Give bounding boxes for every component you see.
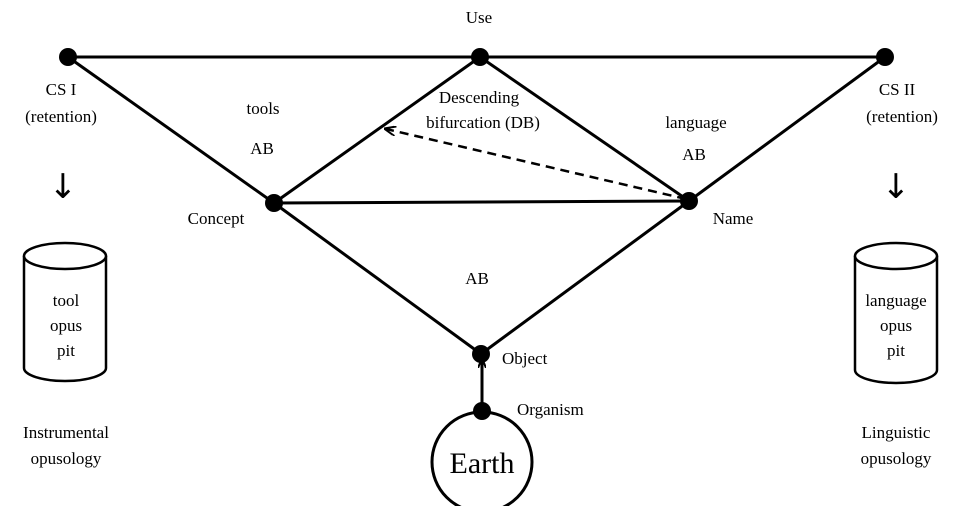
edge-concept-object [273,201,482,356]
ab-left-label: AB [250,139,274,158]
organism-label: Organism [517,400,584,419]
earth-circle [430,410,534,506]
node-object [472,345,490,363]
left-caption-line2: opusology [31,449,102,468]
edge-concept-name [273,199,690,205]
cylinder-left-line2: opus [50,316,82,335]
node-cs1 [59,48,77,66]
node-cs2 [876,48,894,66]
node-name [680,192,698,210]
cs2-label-line1: CS II [879,80,916,99]
edge-cs2-name [688,55,886,203]
node-use [471,48,489,66]
db-label-line2: bifurcation (DB) [426,113,540,132]
left-down-arrow: ↓ [49,167,78,207]
concept-label: Concept [188,209,245,228]
db-label-line1: Descending [439,88,520,107]
right-caption-line1: Linguistic [862,423,931,442]
earth-label: Earth [450,447,515,480]
edge-use-name [479,55,690,203]
ab-bottom-label: AB [465,269,489,288]
right-caption-line2: opusology [861,449,932,468]
cs1-label-line2: (retention) [25,107,97,126]
tools-label: tools [246,99,279,118]
descending-bifurcation-arrow [386,129,687,201]
cs1-label-line1: CS I [46,80,77,99]
cs2-label-line2: (retention) [866,107,938,126]
name-label: Name [713,209,754,228]
use-label: Use [466,8,492,27]
cylinder-right-line3: pit [887,341,905,360]
node-concept [265,194,283,212]
language-opus-pit-cylinder [853,241,939,385]
right-down-arrow: ↓ [882,167,911,207]
edge-use-concept [273,55,481,205]
cylinder-left-line1: tool [53,291,80,310]
object-label: Object [502,349,548,368]
cylinder-right-line1: language [865,291,926,310]
edge-name-object [480,199,690,356]
edge-cs1-concept [67,55,275,205]
left-caption-line1: Instrumental [23,423,109,442]
language-label: language [665,113,726,132]
cylinder-left-line3: pit [57,341,75,360]
tool-opus-pit-cylinder [22,241,108,383]
cylinder-right-line2: opus [880,316,912,335]
ab-right-label: AB [682,145,706,164]
